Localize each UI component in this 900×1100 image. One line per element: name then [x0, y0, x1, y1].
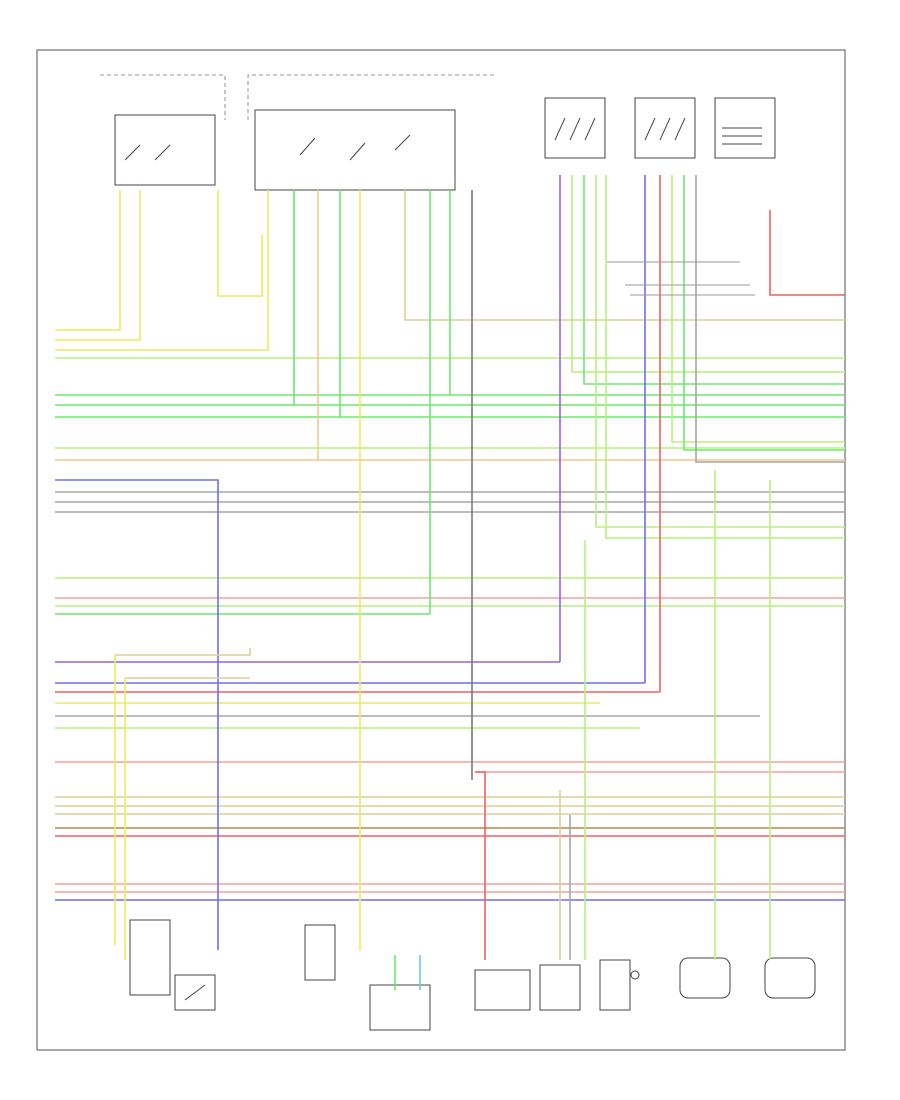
wire-v-yellow-1 — [55, 190, 121, 331]
wire-v-yellow-4 — [55, 190, 269, 351]
sensor-right — [764, 957, 816, 999]
wire-v-lgreen-17 — [595, 175, 845, 528]
wire-v-green-22 — [683, 175, 845, 451]
wire-v-green-16 — [583, 175, 845, 385]
switch-module-1-contacts — [554, 117, 596, 141]
top-harness-outline-left — [100, 74, 226, 120]
diagram-frame — [36, 49, 846, 1051]
component-box-d — [474, 969, 531, 1011]
switch-assembly-center — [254, 109, 456, 191]
wire-group-vertical — [55, 175, 845, 990]
relay-contact — [184, 984, 206, 1001]
switch-module-3-contacts — [722, 127, 762, 145]
switch-module-3 — [714, 97, 776, 159]
wire-v-tan-31 — [115, 648, 251, 656]
wire-v-grey-23 — [695, 175, 845, 463]
wire-v-blue-13 — [55, 479, 219, 950]
wire-v-red-27 — [475, 771, 486, 960]
wire-group-horizontal — [55, 357, 845, 901]
component-h — [129, 919, 171, 996]
switch-module-1 — [544, 97, 606, 159]
wire-v-pink-24 — [769, 210, 845, 296]
switch-module-2-contacts — [644, 117, 686, 141]
component-g — [304, 924, 336, 981]
switch-module-2 — [634, 97, 696, 159]
relay-box — [174, 974, 216, 1011]
ground-symbol — [630, 970, 640, 980]
component-box-e — [539, 964, 581, 1011]
switch-assembly-left — [114, 114, 216, 186]
component-box-center — [369, 984, 431, 1031]
wire-v-lgreen-15 — [571, 175, 845, 373]
component-box-f — [599, 959, 631, 1011]
wire-v-yellow-2 — [55, 190, 141, 341]
switch-contact-1 — [124, 144, 171, 161]
sensor-left — [679, 957, 731, 999]
top-harness-outline-center — [247, 74, 495, 120]
wire-v-yellow-3 — [217, 190, 263, 297]
wire-v-lgreen-18 — [605, 175, 845, 539]
wire-v-tan-8 — [404, 190, 845, 321]
switch-contact-2 — [299, 134, 411, 161]
wire-v-lgreen-21 — [671, 175, 845, 443]
